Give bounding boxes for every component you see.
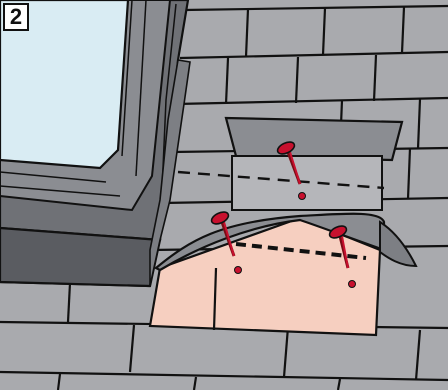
upper-flashing-piece xyxy=(226,118,402,160)
step-number-badge: 2 xyxy=(3,3,29,31)
